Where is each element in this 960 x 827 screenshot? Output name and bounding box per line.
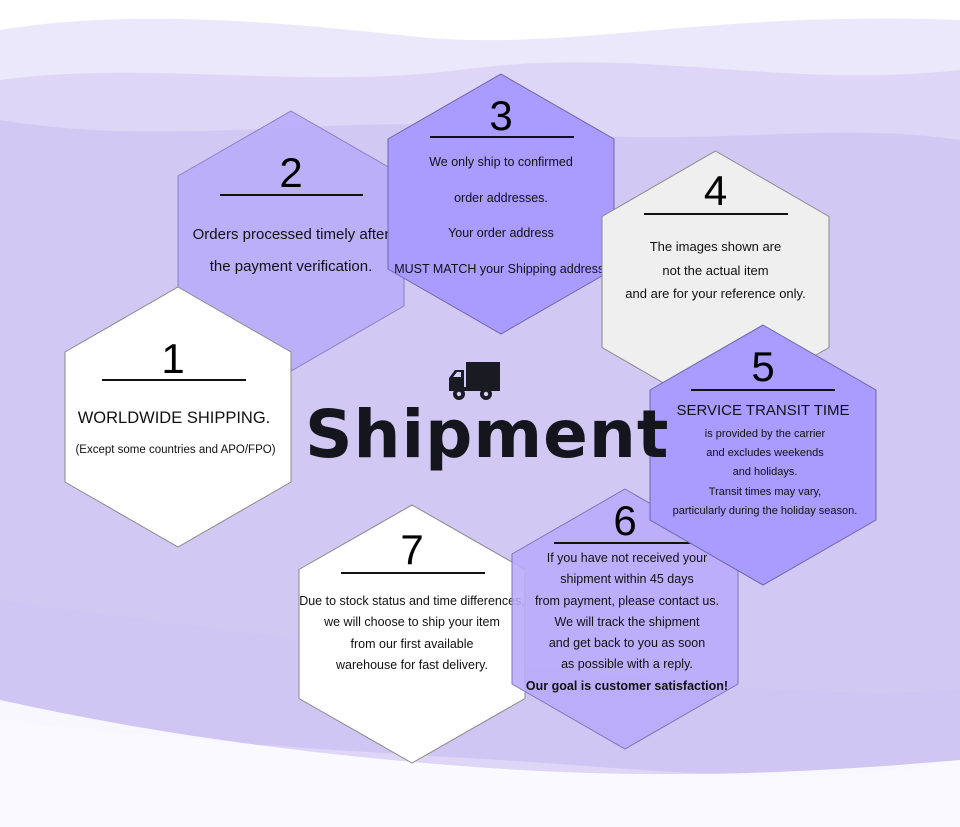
step-6-emphasis: Our goal is customer satisfaction!	[525, 678, 729, 693]
step-2-number: 2	[279, 149, 303, 196]
step-5-line-4: Transit times may vary,	[708, 485, 822, 498]
step-1-rule	[102, 379, 246, 381]
step-5-hexagon: 5 SERVICE TRANSIT TIME is provided by th…	[649, 324, 877, 586]
step-2-text: Orders processed timely after the paymen…	[178, 219, 404, 283]
step-2-line-1: Orders processed timely after	[192, 226, 390, 243]
step-6-line-1: If you have not received your	[546, 551, 708, 565]
step-6-line-2: shipment within 45 days	[560, 572, 694, 587]
page-title: Shipment	[305, 396, 670, 473]
step-1-hexagon: 1 WORLDWIDE SHIPPING. (Except some count…	[64, 286, 292, 548]
step-3-rule	[430, 136, 574, 138]
step-7-number: 7	[400, 526, 424, 573]
step-6-line-5: and get back to you as soon	[548, 636, 706, 651]
step-5-line-3: and holidays.	[732, 466, 798, 479]
step-2-hexagon: 2 Orders processed timely after the paym…	[177, 110, 405, 372]
step-4-line-2: not the actual item	[662, 262, 769, 278]
step-3-line-1: We only ship to confirmed	[429, 155, 573, 169]
step-6-rule	[554, 542, 698, 544]
step-5-line-5: particularly during the holiday season.	[672, 504, 858, 517]
step-6-number: 6	[613, 497, 637, 544]
step-1-number: 1	[161, 335, 185, 382]
step-4-line-3: and are for your reference only.	[625, 286, 806, 301]
step-7-text: Due to stock status and time differences…	[299, 591, 525, 676]
step-2-line-2: the payment verification.	[209, 258, 373, 275]
step-4-text: The images shown are not the actual item…	[602, 235, 829, 306]
step-6-line-3: from payment, please contact us.	[534, 593, 720, 608]
step-3-line-3: Your order address	[448, 226, 554, 240]
step-7-line-2: we will choose to ship your item	[324, 615, 500, 630]
step-3-text: We only ship to confirmed order addresse…	[388, 145, 614, 287]
step-6-text: If you have not received your shipment w…	[512, 548, 742, 697]
step-5-text: is provided by the carrier and excludes …	[650, 425, 880, 521]
step-7-line-3: from our first available	[350, 636, 474, 651]
step-2-rule	[220, 194, 363, 196]
step-5-number: 5	[751, 343, 775, 390]
step-3-line-4: MUST MATCH your Shipping address.	[394, 261, 608, 276]
step-7-line-4: warehouse for fast delivery.	[336, 657, 488, 672]
step-3-hexagon: 3 We only ship to confirmed order addres…	[387, 73, 615, 335]
step-5-heading: SERVICE TRANSIT TIME	[676, 402, 850, 419]
step-7-hexagon: 7 Due to stock status and time differenc…	[298, 504, 526, 764]
step-6-line-4: We will track the shipment	[554, 614, 700, 629]
step-3-line-2: order addresses.	[454, 190, 548, 205]
truck-icon	[449, 362, 500, 400]
step-6-hexagon: 6 If you have not received your shipment…	[511, 488, 739, 750]
step-5-line-1: is provided by the carrier	[704, 428, 826, 440]
step-1-heading: WORLDWIDE SHIPPING.	[77, 409, 271, 427]
step-6-line-6: as possible with a reply.	[561, 657, 693, 672]
step-7-rule	[341, 572, 485, 574]
step-7-line-1: Due to stock status and time differences…	[299, 594, 525, 608]
step-4-line-1: The images shown are	[649, 239, 782, 254]
step-4-number: 4	[703, 167, 728, 214]
step-4-rule	[644, 213, 788, 215]
step-1-note: (Except some countries and APO/FPO)	[75, 444, 276, 456]
step-5-rule	[691, 389, 835, 391]
step-5-line-2: and excludes weekends	[706, 447, 824, 460]
step-3-number: 3	[489, 92, 513, 139]
